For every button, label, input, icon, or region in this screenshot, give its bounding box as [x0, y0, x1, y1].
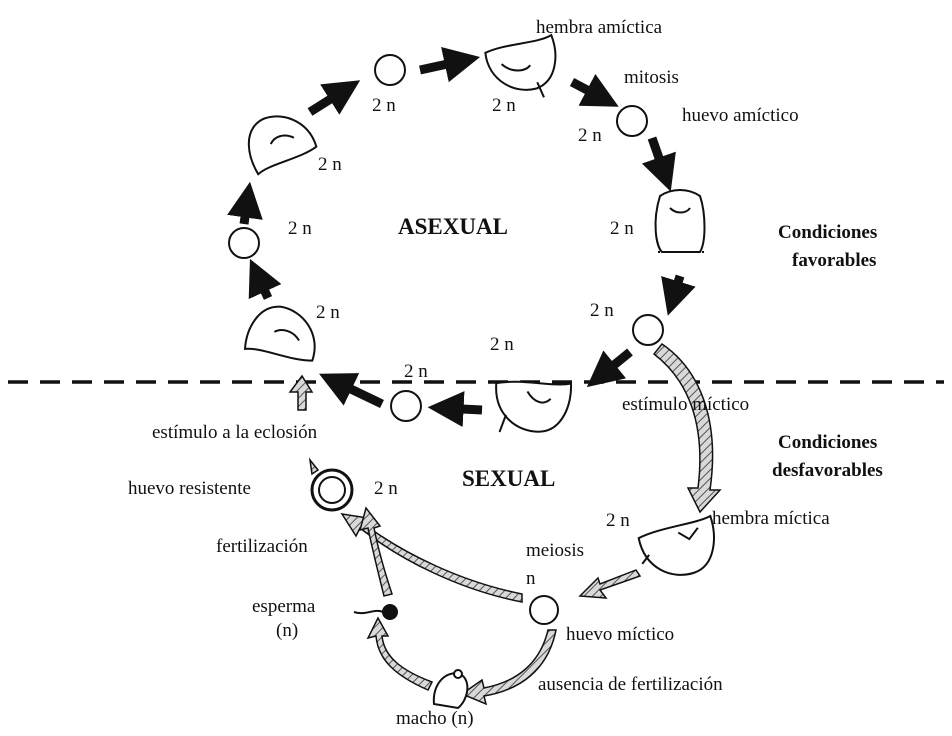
arrow-egg-to-embryo — [652, 138, 666, 178]
egg-top — [375, 55, 405, 85]
rotifer-embryo-right — [656, 190, 705, 252]
label-huevo-resistente: huevo resistente — [128, 478, 251, 499]
cond-favorable-1: Condiciones — [778, 222, 877, 243]
rotifer-female-bottom — [490, 373, 572, 441]
arrow-female-to-egg-bottom — [442, 408, 482, 410]
ploidy-2n-1: 2 n — [372, 95, 396, 116]
ploidy-2n-9: 2 n — [490, 334, 514, 355]
rotifer-female-left-lower — [244, 300, 324, 366]
ploidy-2n-6: 2 n — [610, 218, 634, 239]
egg-mictic — [530, 596, 558, 624]
arrow-female-to-egg — [572, 82, 606, 100]
arrow-embryo-to-egg — [672, 276, 680, 302]
arrow-meiosis — [580, 570, 640, 598]
cond-favorable-2: favorables — [792, 250, 876, 271]
label-mitosis: mitosis — [624, 67, 679, 88]
egg-resistant-inner — [319, 477, 345, 503]
ploidy-2n-4: 2 n — [318, 154, 342, 175]
label-ausencia: ausencia de fertilización — [538, 674, 723, 695]
stage-sexual: SEXUAL — [462, 466, 555, 491]
ploidy-2n-12: 2 n — [606, 510, 630, 531]
arrow-egg-to-female-top — [420, 60, 466, 70]
arrow-female-to-egg-top — [310, 88, 348, 112]
arrow-eclosion-lower — [310, 460, 318, 474]
sperm — [354, 605, 397, 619]
cond-unfavorable-1: Condiciones — [778, 432, 877, 453]
label-huevo-mictico: huevo míctico — [566, 624, 674, 645]
cond-unfavorable-2: desfavorables — [772, 460, 883, 481]
rotifer-male — [434, 670, 468, 708]
label-fertilizacion: fertilización — [216, 536, 308, 557]
arrow-to-huevo-resistente — [360, 508, 392, 596]
ploidy-2n-7: 2 n — [316, 302, 340, 323]
label-estimulo-eclosion: estímulo a la eclosión — [152, 422, 318, 443]
rotifer-female-left-upper — [240, 105, 319, 175]
ploidy-2n-10: 2 n — [404, 361, 428, 382]
egg-left — [229, 228, 259, 258]
ploidy-2n-2: 2 n — [492, 95, 516, 116]
ploidy-2n-3: 2 n — [578, 125, 602, 146]
label-estimulo-mictico: estímulo míctico — [622, 394, 749, 415]
arrow-egg-to-female-bottom — [598, 352, 630, 378]
arrow-egg-to-female-upleft — [244, 196, 248, 224]
rotifer-mictic-female — [637, 516, 719, 581]
label-huevo-amictico: huevo amíctico — [682, 105, 799, 126]
arrow-female-to-egg-left — [256, 272, 268, 298]
label-macho: macho (n) — [396, 708, 474, 729]
egg-right-upper — [617, 106, 647, 136]
label-hembra-amictica: hembra amíctica — [536, 17, 663, 38]
arrow-macho-to-esperma — [368, 618, 432, 690]
label-esperma: esperma — [252, 596, 316, 617]
ploidy-n-1: n — [526, 568, 536, 589]
egg-right-lower — [633, 315, 663, 345]
ploidy-2n-8: 2 n — [590, 300, 614, 321]
label-meiosis: meiosis — [526, 540, 584, 561]
label-hembra-mictica: hembra míctica — [712, 508, 830, 529]
ploidy-2n-5: 2 n — [288, 218, 312, 239]
egg-bottom — [391, 391, 421, 421]
arrow-estimulo-mictico — [654, 344, 720, 512]
ploidy-2n-11: 2 n — [374, 478, 398, 499]
label-esperma-n: (n) — [276, 620, 298, 641]
stage-asexual: ASEXUAL — [398, 214, 508, 239]
